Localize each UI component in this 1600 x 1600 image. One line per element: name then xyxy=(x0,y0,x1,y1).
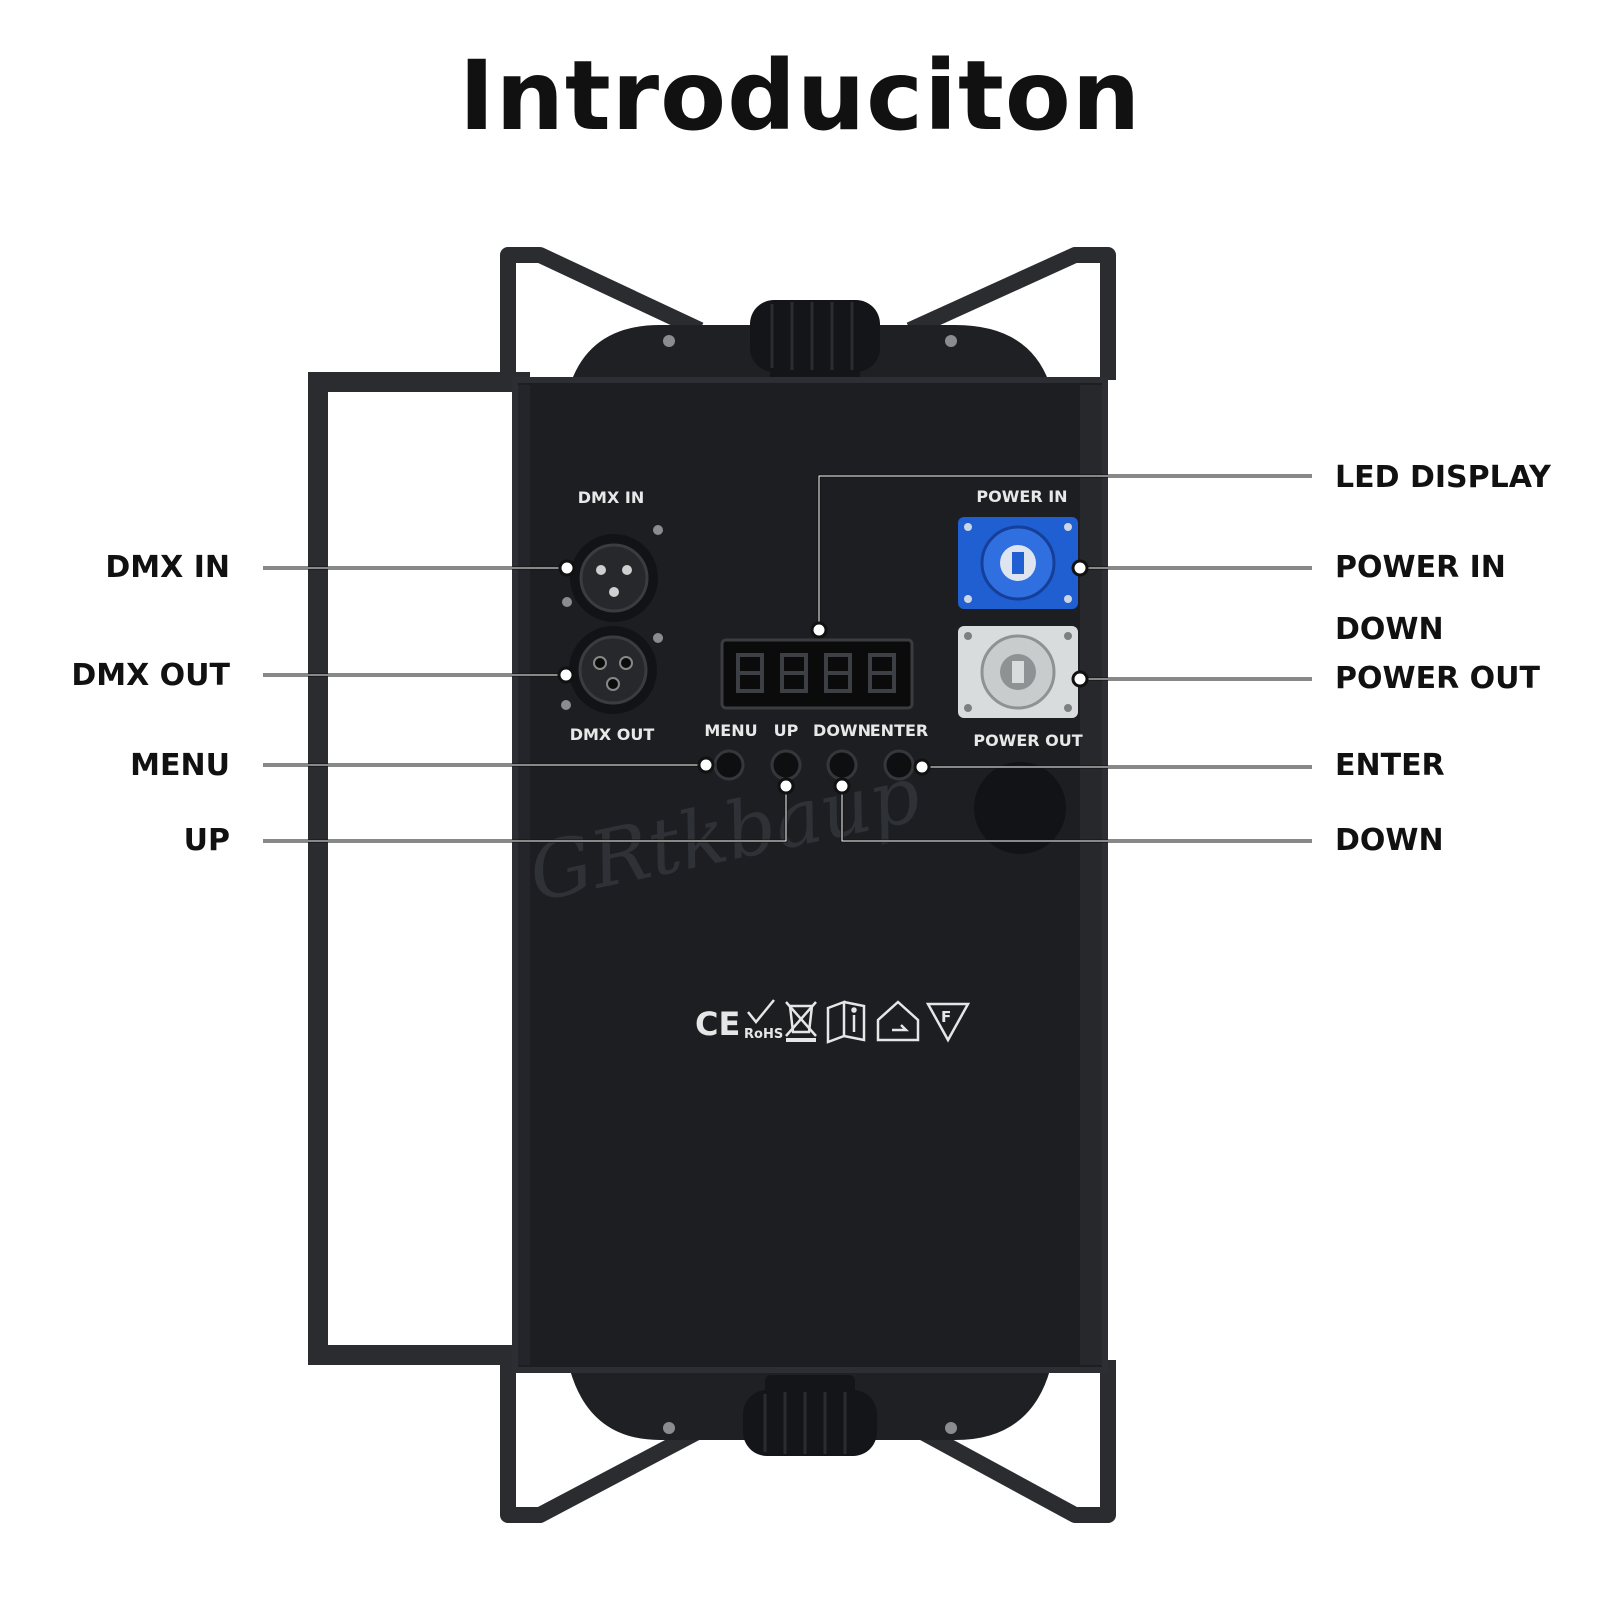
manual-icon xyxy=(826,1000,866,1044)
dmx-out-connector xyxy=(561,626,663,714)
certification-marks: CE RoHS F xyxy=(695,999,971,1044)
callout-led-display: LED DISPLAY xyxy=(1335,460,1551,495)
page-title: Introduciton xyxy=(458,40,1142,152)
enter-panel-label: ENTER xyxy=(870,721,928,740)
indoor-house-icon xyxy=(876,1000,920,1042)
callout-power-in: POWER IN xyxy=(1335,550,1506,585)
callout-power-out: POWER OUT xyxy=(1335,661,1540,696)
f-mark-icon xyxy=(925,1002,971,1043)
callout-menu: MENU xyxy=(130,748,230,783)
up-button[interactable] xyxy=(770,749,802,781)
dmx-in-panel-label: DMX IN xyxy=(578,488,644,507)
bottom-bracket xyxy=(500,1360,1116,1523)
top-knob xyxy=(750,300,880,384)
dmx-in-connector xyxy=(562,525,663,622)
callout-up: UP xyxy=(183,823,230,858)
rohs-mark: RoHS xyxy=(744,1027,783,1042)
power-out-panel-label: POWER OUT xyxy=(973,731,1082,750)
power-out-connector xyxy=(958,626,1078,718)
power-in-connector xyxy=(958,517,1078,609)
leader-line-highlights xyxy=(263,475,1312,842)
vent-circle xyxy=(974,762,1066,854)
leader-endpoints xyxy=(557,559,1089,795)
dmx-out-panel-label: DMX OUT xyxy=(570,725,655,744)
callout-dmx-in: DMX IN xyxy=(105,550,230,585)
enter-button[interactable] xyxy=(883,749,915,781)
callout-enter: ENTER xyxy=(1335,748,1445,783)
menu-panel-label: MENU xyxy=(704,721,757,740)
check-icon xyxy=(747,999,775,1024)
down-button[interactable] xyxy=(826,749,858,781)
bottom-knob xyxy=(743,1375,877,1456)
up-panel-label: UP xyxy=(774,721,799,740)
weee-bin-icon xyxy=(785,1001,817,1042)
top-bracket xyxy=(500,247,1116,380)
left-hanging-bracket xyxy=(308,372,530,1365)
callout-power-out-top: DOWN xyxy=(1335,612,1444,647)
menu-button[interactable] xyxy=(713,749,745,781)
ce-mark: CE xyxy=(695,1005,740,1043)
down-panel-label: DOWN xyxy=(813,721,871,740)
led-display xyxy=(720,638,914,710)
callout-dmx-out: DMX OUT xyxy=(71,658,230,693)
callout-down: DOWN xyxy=(1335,823,1444,858)
power-in-panel-label: POWER IN xyxy=(976,487,1067,506)
f-mark-text: F xyxy=(941,1008,951,1026)
